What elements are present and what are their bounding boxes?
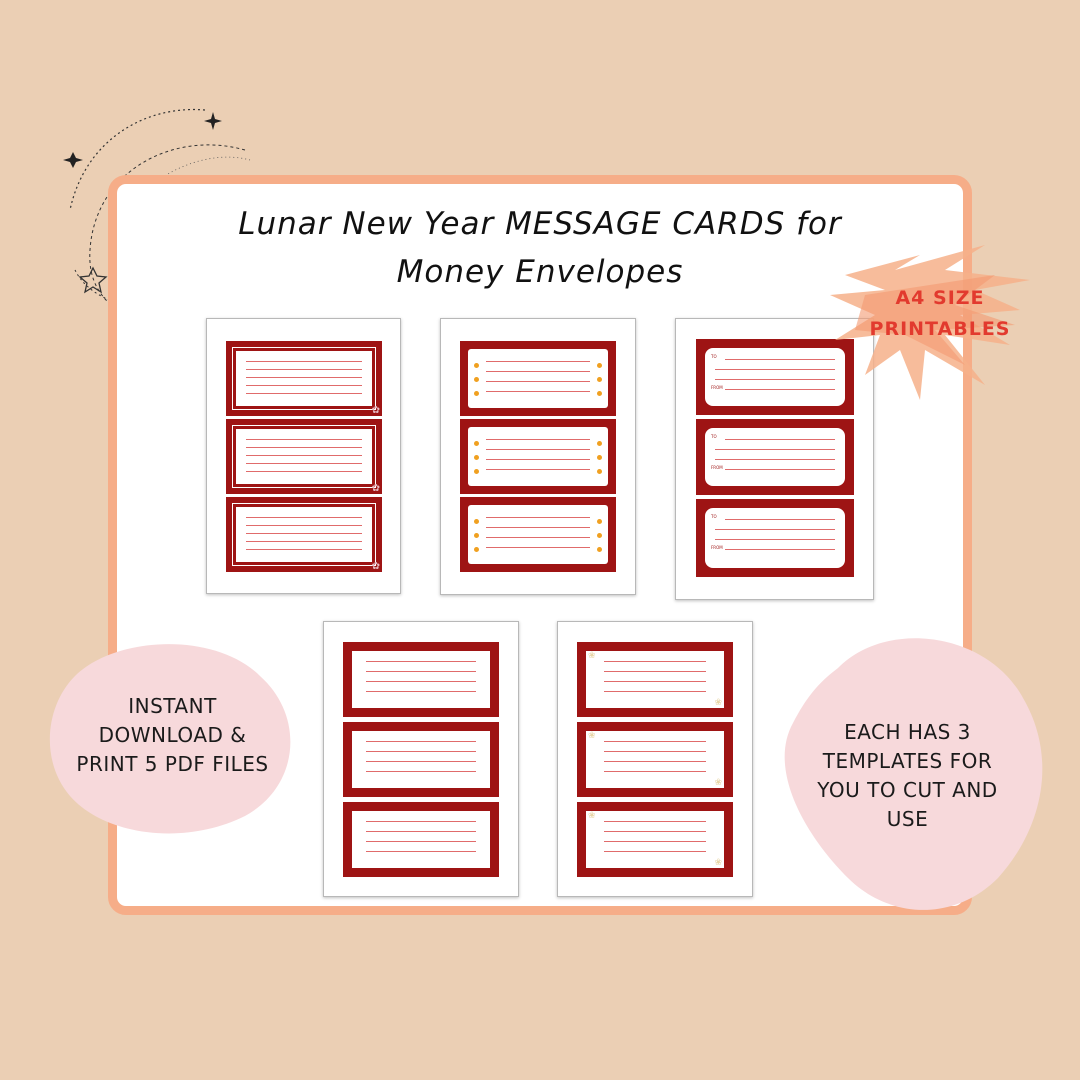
star-outline-icon — [78, 266, 108, 294]
flower-icon: ✿ — [371, 483, 380, 494]
message-card: ❀❀ — [577, 722, 733, 797]
left-blob-shape — [49, 644, 291, 834]
gold-flower-icon: ❀ — [714, 778, 722, 788]
template-sheet-4 — [323, 621, 519, 897]
template-sheet-3: TO FROM TO FROM TO FROM — [675, 318, 874, 600]
gold-flower-icon: ❀ — [588, 731, 596, 741]
badge-line-2: PRINTABLES — [869, 318, 1011, 340]
paint-splash-icon — [830, 245, 1030, 400]
message-card: ❀❀ — [577, 802, 733, 877]
title-line-2: Money Envelopes — [396, 254, 684, 290]
sparkle-icon — [204, 112, 222, 130]
message-card — [343, 642, 499, 717]
message-card: ✿ — [226, 341, 382, 416]
message-card: ✿ — [226, 419, 382, 494]
message-card: ✿ — [226, 497, 382, 572]
message-card: TO FROM — [696, 419, 854, 495]
message-card — [343, 722, 499, 797]
message-card: TO FROM — [696, 339, 854, 415]
message-card — [460, 497, 616, 572]
badge-line-1: A4 SIZE — [895, 287, 985, 309]
message-card: ❀❀ — [577, 642, 733, 717]
page-title: Lunar New Year MESSAGE CARDS for Money E… — [150, 200, 930, 296]
gold-flower-icon: ❀ — [714, 858, 722, 868]
size-badge: A4 SIZE PRINTABLES — [850, 283, 1030, 345]
template-sheet-5: ❀❀ ❀❀ ❀❀ — [557, 621, 753, 897]
message-card — [343, 802, 499, 877]
message-card — [460, 419, 616, 494]
right-blob-shape — [784, 638, 1043, 910]
gold-flower-icon: ❀ — [588, 651, 596, 661]
flower-icon: ✿ — [371, 561, 380, 572]
flower-icon: ✿ — [371, 405, 380, 416]
template-sheet-1: ✿ ✿ ✿ — [206, 318, 401, 594]
instant-download-text: INSTANT DOWNLOAD & PRINT 5 PDF FILES — [76, 694, 269, 776]
star-icon — [63, 152, 83, 168]
gold-flower-icon: ❀ — [714, 698, 722, 708]
templates-info-text: EACH HAS 3 TEMPLATES FOR YOU TO CUT AND … — [817, 720, 998, 831]
message-card: TO FROM — [696, 499, 854, 577]
title-line-1: Lunar New Year MESSAGE CARDS for — [238, 206, 842, 242]
template-sheet-2 — [440, 318, 636, 595]
message-card — [460, 341, 616, 416]
gold-flower-icon: ❀ — [588, 811, 596, 821]
